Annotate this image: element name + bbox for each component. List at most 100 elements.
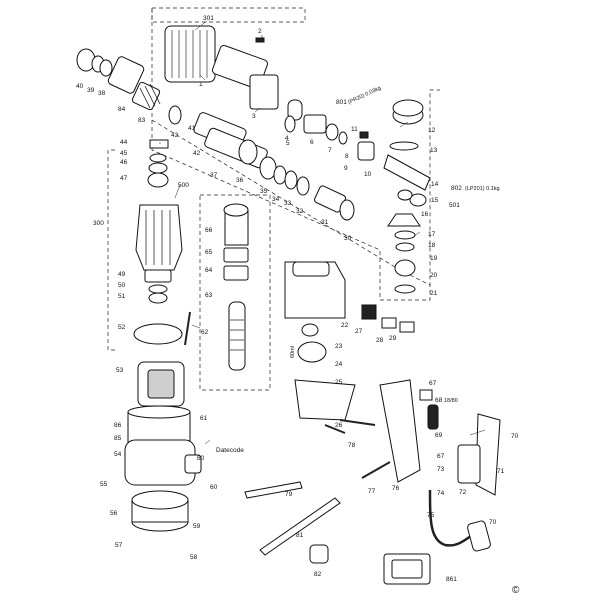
part-76-handle: [379, 379, 421, 483]
callout-56: 56: [110, 510, 118, 517]
callout-74: 74: [437, 490, 445, 497]
callout-20: 20: [430, 272, 438, 279]
part-68-switch: [419, 389, 433, 401]
callout-68: 68: [435, 397, 443, 404]
callout-3: 3: [252, 113, 256, 120]
callout-28: 28: [376, 337, 384, 344]
callout-78: 78: [348, 442, 356, 449]
callout-7: 7: [328, 147, 332, 154]
part-72-switch: [457, 444, 481, 484]
part-11-pin: [359, 131, 369, 139]
part-5-oring: [284, 115, 296, 133]
part-43-oring: [168, 105, 182, 125]
kit-801-note: (PR20) 0.03kg: [347, 85, 382, 105]
callout-50: 50: [118, 282, 126, 289]
part-1-cylinder: [164, 25, 216, 83]
part-29-holder: [399, 321, 415, 333]
part-77-screw: [361, 461, 391, 479]
part-81-chisel: [259, 497, 341, 556]
kit-802-label: 802: [451, 185, 462, 192]
callout-301: 301: [203, 15, 214, 22]
callout-23: 23: [335, 343, 343, 350]
part-44-plate: [149, 139, 169, 149]
part-19-ring: [395, 242, 415, 252]
part-15-bearing: [409, 193, 427, 207]
part-69-trigger: [427, 404, 439, 430]
part-861-case-lid: [391, 559, 423, 579]
part-52-baffle: [133, 323, 183, 345]
part-16-bearing: [397, 189, 413, 201]
part-22-crankcase-top: [292, 261, 330, 277]
callout-labels: 301 2 1 3 40 39 38 84 83 43 41 44 45 46 …: [76, 15, 519, 583]
part-26-screw: [324, 424, 346, 434]
callout-67-lower: 67: [437, 453, 445, 460]
part-2-screw: [255, 37, 265, 43]
note-68: 18/80: [444, 398, 458, 404]
callout-22: 22: [341, 322, 349, 329]
callout-81: 81: [296, 532, 304, 539]
callout-65: 65: [205, 249, 213, 256]
part-12-cap-top: [392, 99, 424, 117]
callout-37: 37: [210, 172, 218, 179]
callout-501: 501: [449, 202, 460, 209]
part-7-ring: [325, 123, 339, 141]
callout-53: 53: [116, 367, 124, 374]
part-36-ring: [238, 139, 258, 165]
callout-6: 6: [310, 139, 314, 146]
part-30-ring: [339, 199, 355, 221]
part-45-bearing: [149, 153, 167, 163]
callout-300: 300: [93, 220, 104, 227]
part-63-handle: [228, 301, 246, 371]
callout-11: 11: [351, 126, 358, 133]
callout-70-lower: 70: [489, 519, 497, 526]
assembly-500-boundary: [199, 194, 271, 391]
part-4-ring: [287, 99, 303, 121]
part-46-bearing: [148, 162, 168, 174]
callout-12: 12: [428, 127, 436, 134]
part-32-ring: [296, 176, 310, 196]
callout-861: 861: [446, 576, 457, 583]
callout-51: 51: [118, 293, 126, 300]
part-20-bearing: [394, 259, 416, 277]
callout-2: 2: [258, 28, 262, 35]
callout-13: 13: [430, 147, 438, 154]
part-60-switch: [184, 454, 202, 474]
callout-80: 80: [197, 455, 205, 462]
part-25-base: [294, 379, 356, 421]
note-23: 60ml: [290, 346, 296, 358]
callout-17: 17: [428, 231, 436, 238]
callout-55: 55: [100, 481, 108, 488]
callout-70-upper: 70: [511, 433, 519, 440]
part-graphics: [76, 25, 501, 585]
part-21-ring: [394, 284, 416, 294]
callout-64: 64: [205, 267, 213, 274]
part-79-wrench: [244, 481, 303, 499]
part-62-bolt: [184, 311, 191, 346]
part-3-flange: [249, 74, 279, 110]
callout-57: 57: [115, 542, 123, 549]
callout-71: 71: [497, 468, 505, 475]
part-50-ring: [148, 284, 168, 294]
part-38-ring: [99, 59, 113, 77]
assembly-301-boundary: [151, 7, 306, 23]
part-14-connecting-rod: [383, 154, 431, 191]
callout-33: 33: [284, 200, 292, 207]
callout-19: 19: [430, 255, 438, 262]
callout-49: 49: [118, 271, 126, 278]
callout-62: 62: [201, 329, 209, 336]
part-47-bearing: [147, 172, 169, 188]
callout-85: 85: [114, 435, 122, 442]
callout-8: 8: [345, 153, 349, 160]
callout-84: 84: [118, 106, 126, 113]
callout-26: 26: [335, 422, 343, 429]
part-61-housing-top: [127, 405, 191, 419]
callout-18: 18: [428, 242, 436, 249]
callout-83: 83: [138, 117, 146, 124]
callout-30: 30: [344, 235, 352, 242]
leader-lines: [159, 20, 486, 445]
callout-39: 39: [87, 87, 95, 94]
callout-4: 4: [285, 135, 289, 142]
part-53-field-core: [147, 369, 175, 399]
part-82-grease: [309, 544, 329, 564]
